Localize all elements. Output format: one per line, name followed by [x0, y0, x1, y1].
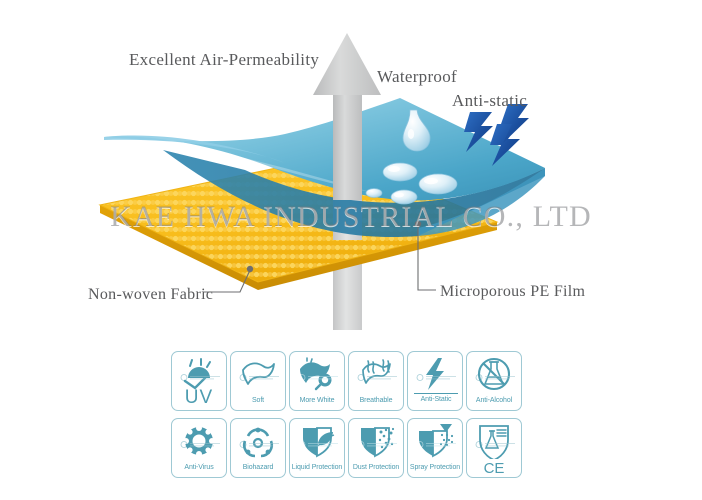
more-white-icon	[300, 357, 332, 391]
shield-liquid-icon	[303, 427, 335, 458]
feature-label: More White	[299, 397, 335, 404]
lightning-bolt-3	[501, 104, 529, 143]
feature-label: Soft	[251, 397, 265, 404]
anti-static-bolts	[464, 104, 529, 166]
label-non-woven-fabric: Non-woven Fabric	[88, 286, 214, 303]
feature-label: Anti-Virus	[184, 464, 214, 471]
virus-icon	[183, 425, 215, 457]
label-microporous-pe-film: Microporous PE Film	[440, 283, 586, 300]
feature-label: CE	[483, 460, 505, 477]
leader-lines	[204, 220, 436, 293]
sun-uv-icon	[183, 358, 211, 390]
water-bead-1	[382, 162, 418, 182]
water-droplets	[365, 109, 458, 205]
feature-label: Liquid Protection	[291, 464, 343, 471]
feature-biohazard[interactable]: Biohazard	[230, 418, 286, 478]
feature-label: UV	[184, 387, 214, 408]
feature-anti-static[interactable]: Anti-Static	[407, 351, 463, 411]
feature-icon-grid: UV Soft	[171, 351, 531, 485]
ce-mark-icon	[479, 425, 509, 459]
product-illustration	[98, 33, 545, 330]
biohazard-icon	[243, 427, 273, 458]
water-bead-4	[365, 188, 383, 198]
feature-spray-protection[interactable]: Spray Protection	[407, 418, 463, 478]
feature-row: UV Soft	[171, 351, 531, 411]
leader-line-pe-film	[417, 224, 436, 291]
lightning-bolt-1	[464, 112, 493, 152]
air-flow-arrow-head	[313, 33, 381, 200]
feature-label: Spray Protection	[409, 464, 461, 471]
feature-label: Biohazard	[242, 464, 274, 471]
anti-alcohol-icon	[477, 357, 511, 391]
water-droplet-falling	[402, 109, 431, 152]
lightning-bolt-icon	[426, 358, 444, 390]
feature-row: Anti-Virus B	[171, 418, 531, 478]
feature-label: Anti-Static	[414, 393, 458, 404]
water-bead-3	[390, 189, 418, 205]
soft-fabric-icon	[242, 362, 275, 385]
label-anti-static: Anti-static	[452, 91, 528, 110]
leader-line-non-woven	[204, 269, 251, 293]
feature-dust-protection[interactable]: Dust Protection	[348, 418, 404, 478]
shield-dust-icon	[361, 427, 395, 458]
feature-label: Anti-Alcohol	[475, 397, 513, 404]
feature-more-white[interactable]: More White	[289, 351, 345, 411]
feature-uv[interactable]: UV	[171, 351, 227, 411]
breathable-icon	[362, 359, 391, 384]
label-air-permeability: Excellent Air-Permeability	[129, 50, 320, 69]
feature-ce-mark[interactable]: CE	[466, 418, 522, 478]
feature-anti-alcohol[interactable]: Anti-Alcohol	[466, 351, 522, 411]
water-bead-2	[418, 173, 458, 195]
feature-liquid-protection[interactable]: Liquid Protection	[289, 418, 345, 478]
feature-anti-virus[interactable]: Anti-Virus	[171, 418, 227, 478]
feature-soft[interactable]: Soft	[230, 351, 286, 411]
shield-spray-icon	[419, 424, 454, 458]
lightning-bolt-2	[490, 124, 520, 166]
feature-breathable[interactable]: Breathable	[348, 351, 404, 411]
label-waterproof: Waterproof	[377, 67, 457, 86]
feature-label: Breathable	[359, 397, 393, 404]
feature-label: Dust Protection	[352, 464, 400, 471]
